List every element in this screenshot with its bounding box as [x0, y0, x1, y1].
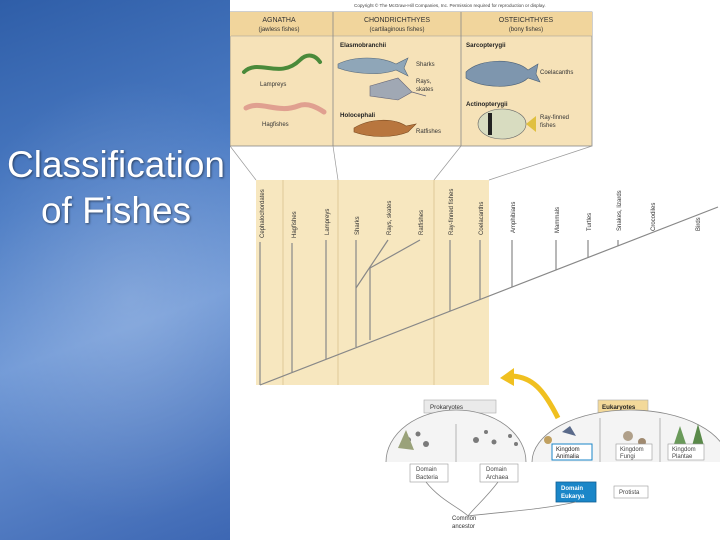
tree-root-lines	[425, 481, 577, 517]
rayfinned-illustration	[477, 108, 527, 140]
label-ratfishes: Ratfishes	[416, 129, 441, 135]
subgroup-actinopterygii: Actinopterygii	[466, 101, 508, 108]
label-rays-2: skates	[416, 87, 433, 93]
slide-background	[0, 0, 230, 540]
background-sheen	[0, 40, 230, 540]
classification-figure: Copyright © The McGraw-Hill Companies, I…	[229, 0, 720, 540]
taxon-mammals: Mammals	[555, 207, 561, 233]
taxon-hagfishes: Hagfishes	[292, 211, 298, 238]
label-eukaryotes: Eukaryotes	[602, 404, 636, 411]
label-rayfinned-1: Ray-finned	[540, 115, 569, 121]
subgroup-sarcopterygii: Sarcopterygii	[466, 42, 506, 49]
zoom-arrowhead	[500, 368, 514, 386]
label-domain-bacteria-1: Domain	[416, 467, 437, 473]
label-lampreys: Lampreys	[260, 82, 286, 88]
bracket-line-3	[433, 145, 462, 181]
label-coelacanths: Coelacanths	[540, 70, 573, 76]
cladogram-spine	[259, 206, 719, 386]
kingdom-fungi-box	[615, 443, 653, 461]
group-chondrichthyes-sub: (cartilaginous fishes)	[369, 27, 424, 33]
taxon-cephalochordates: Cephalochordates	[260, 189, 266, 238]
label-domain-archaea-2: Archaea	[486, 475, 509, 481]
taxon-rays-skates: Rays, skates	[387, 201, 393, 235]
label-common-ancestor-1: Common	[452, 516, 476, 522]
subgroup-holocephali: Holocephali	[340, 112, 375, 119]
bracket-line-right	[488, 145, 593, 181]
ray-illustration	[369, 77, 413, 101]
kingdom-plantae-box	[667, 443, 705, 461]
bracket-line-left	[229, 145, 257, 181]
label-protista: Protista	[619, 490, 640, 496]
group-chondrichthyes: CHONDRICHTHYES	[364, 17, 430, 24]
label-hagfishes: Hagfishes	[262, 122, 289, 128]
label-kingdom-fungi-2: Fungi	[620, 454, 635, 460]
ratfish-illustration	[353, 119, 417, 137]
group-osteichthyes: OSTEICHTHYES	[499, 17, 554, 24]
taxon-sharks: Sharks	[355, 216, 361, 235]
domain-archaea-box	[479, 463, 519, 483]
label-kingdom-animalia-1: Kingdom	[556, 447, 580, 453]
coelacanth-illustration	[465, 60, 541, 87]
group-agnatha-sub: (jawless fishes)	[258, 27, 299, 33]
rayfinned-stripe	[488, 113, 492, 135]
group-agnatha: AGNATHA	[262, 17, 296, 24]
label-kingdom-plantae-1: Kingdom	[672, 447, 696, 453]
taxon-lampreys: Lampreys	[325, 209, 331, 235]
label-kingdom-fungi-1: Kingdom	[620, 447, 644, 453]
group-header-band	[230, 12, 592, 36]
taxon-snakes-lizards: Snakes, lizards	[617, 190, 623, 231]
taxon-turtles: Turtles	[587, 213, 593, 231]
kingdom-animalia-box	[551, 443, 593, 461]
domain-bacteria-box	[409, 463, 449, 483]
label-domain-archaea-1: Domain	[486, 467, 507, 473]
label-domain-eukarya-1: Domain	[561, 486, 583, 492]
figure-svg: Copyright © The McGraw-Hill Companies, I…	[229, 2, 720, 530]
slide-title-line2: of Fishes	[40, 190, 192, 231]
shark-illustration	[337, 57, 409, 77]
ray-tail	[411, 91, 427, 97]
zoom-arrow	[509, 373, 561, 420]
slide-title-line1: Classification	[7, 144, 225, 185]
label-prokaryotes: Prokaryotes	[430, 404, 463, 411]
branch-rays	[355, 239, 389, 289]
subgroup-elasmobranchii: Elasmobranchii	[340, 42, 386, 49]
label-rays-1: Rays,	[416, 79, 432, 85]
label-domain-bacteria-2: Bacteria	[416, 475, 439, 481]
group-osteichthyes-sub: (bony fishes)	[509, 27, 543, 33]
label-domain-eukarya-2: Eukarya	[561, 494, 585, 500]
hagfish-illustration	[243, 102, 327, 115]
taxon-labels: Cephalochordates Hagfishes Lampreys Shar…	[260, 189, 702, 238]
branch-ratfishes	[369, 239, 421, 269]
label-kingdom-plantae-2: Plantae	[672, 454, 693, 460]
taxon-crocodiles: Crocodiles	[651, 203, 657, 231]
label-common-ancestor-2: ancestor	[452, 524, 475, 530]
cladogram	[259, 206, 719, 386]
copyright-notice: Copyright © The McGraw-Hill Companies, I…	[354, 2, 546, 8]
taxon-birds: Birds	[696, 217, 702, 231]
slide-title: Classification of Fishes	[0, 142, 232, 234]
taxon-amphibians: Amphibians	[511, 202, 517, 233]
taxon-coelacanths: Coelacanths	[479, 202, 485, 235]
bracket-line-2	[332, 145, 339, 181]
label-rayfinned-2: fishes	[540, 123, 556, 129]
rayfinned-tail	[526, 116, 536, 132]
taxon-rayfinned: Ray-finned fishes	[449, 189, 455, 235]
lamprey-illustration	[242, 53, 322, 74]
taxon-ratfishes: Ratfishes	[419, 210, 425, 235]
protista-box	[613, 485, 649, 499]
label-kingdom-animalia-2: Animalia	[556, 454, 580, 460]
label-sharks: Sharks	[416, 62, 435, 68]
